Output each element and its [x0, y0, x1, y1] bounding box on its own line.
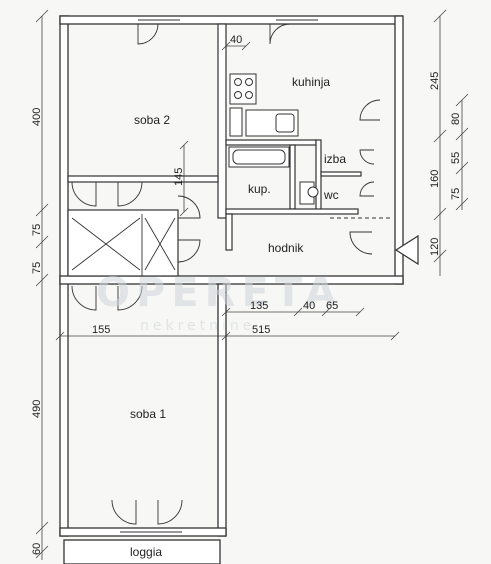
- toilet-icon: [299, 181, 319, 205]
- dimension-label: 160: [429, 170, 441, 188]
- entrance-icon: [394, 234, 419, 266]
- interior-walls: [67, 23, 362, 277]
- windows: [120, 15, 318, 533]
- dimension-label: 120: [429, 238, 441, 256]
- watermark-tagline: nekretnine: [140, 318, 255, 334]
- dimension-label: 60: [31, 543, 43, 555]
- watermark-brand: OPERETA: [96, 270, 342, 316]
- dimension-label: 155: [92, 324, 110, 336]
- dimension-label: 400: [31, 108, 43, 126]
- room-label-kup: kup.: [248, 182, 271, 196]
- room-label-wc: wc: [323, 188, 339, 202]
- kitchen-counter: [229, 73, 299, 137]
- room-label-soba2: soba 2: [134, 113, 170, 127]
- room-label-izba: izba: [324, 152, 346, 166]
- bathtub-icon: [228, 146, 290, 168]
- dimension-lines: [35, 9, 469, 560]
- room-label-kuhinja: kuhinja: [292, 75, 330, 89]
- room-label-loggia: loggia: [130, 545, 162, 559]
- dimension-label: 40: [230, 34, 242, 46]
- dimension-label: 515: [252, 324, 270, 336]
- dimension-label: 65: [326, 300, 338, 312]
- dimension-label: 80: [450, 113, 462, 125]
- room-label-soba1: soba 1: [130, 407, 166, 421]
- wardrobe-icon: [71, 214, 176, 276]
- dimension-label: 245: [429, 72, 441, 90]
- dimension-label: 55: [450, 152, 462, 164]
- dimension-label: 490: [31, 400, 43, 418]
- dimension-label: 75: [450, 188, 462, 200]
- room-label-hodnik: hodnik: [268, 241, 304, 255]
- dimension-label: 145: [173, 168, 185, 186]
- door-swings: [71, 23, 381, 525]
- dimension-label: 135: [250, 300, 268, 312]
- dimension-label: 40: [303, 300, 315, 312]
- dimension-label: 75: [31, 224, 43, 236]
- dimension-label: 75: [31, 262, 43, 274]
